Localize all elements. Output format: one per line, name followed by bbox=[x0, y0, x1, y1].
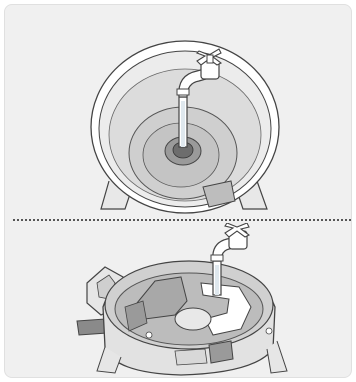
faucet-stem bbox=[207, 55, 213, 63]
panel-divider bbox=[13, 219, 351, 221]
faucet-collar bbox=[177, 89, 189, 95]
base-front-lip bbox=[175, 349, 207, 365]
base-screw bbox=[146, 332, 152, 338]
base-center-drain bbox=[175, 308, 211, 330]
faucet-collar-bottom bbox=[211, 255, 223, 261]
base-bottom-tab bbox=[209, 341, 233, 363]
tank-base-illustration bbox=[5, 223, 351, 377]
base-right-screw bbox=[266, 328, 272, 334]
base-handle-left bbox=[77, 319, 107, 335]
water-stream bbox=[181, 101, 185, 147]
instruction-figure bbox=[4, 4, 352, 378]
tank-top-view-illustration bbox=[5, 5, 351, 217]
water-stream-bottom bbox=[215, 265, 219, 295]
panel-bottom-base-rinse bbox=[5, 223, 351, 377]
panel-top-tank-rinse bbox=[5, 5, 351, 217]
